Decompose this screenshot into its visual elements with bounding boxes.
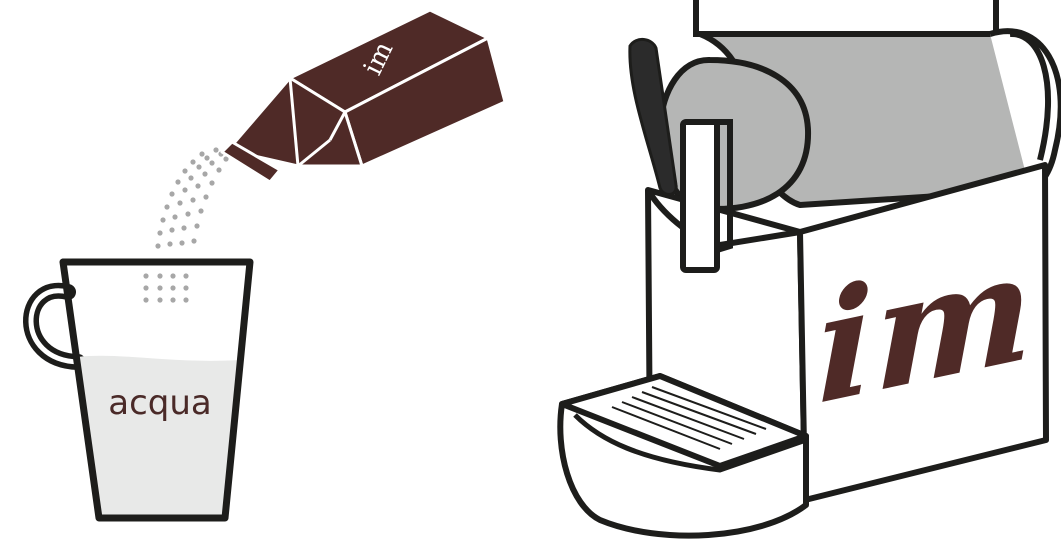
cup-water	[77, 355, 240, 518]
powder-in-cup	[143, 273, 189, 303]
machine-tap	[628, 38, 733, 273]
cup-label: acqua	[108, 383, 212, 423]
cup-handle-inner	[28, 288, 81, 365]
tray-top	[559, 373, 809, 469]
drip-tray	[557, 373, 809, 539]
tank-lid	[693, 0, 999, 37]
pack-spout	[220, 140, 282, 184]
tray-grill	[611, 386, 767, 450]
slush-machine: im	[557, 0, 1061, 539]
tap-nozzle	[680, 119, 720, 273]
tap-lever	[628, 38, 678, 196]
body-side-panel	[797, 162, 1049, 503]
water-cup: acqua	[23, 258, 254, 522]
powder-pack: im	[220, 8, 507, 184]
cup-body	[59, 258, 254, 522]
powder-stream	[155, 147, 229, 249]
